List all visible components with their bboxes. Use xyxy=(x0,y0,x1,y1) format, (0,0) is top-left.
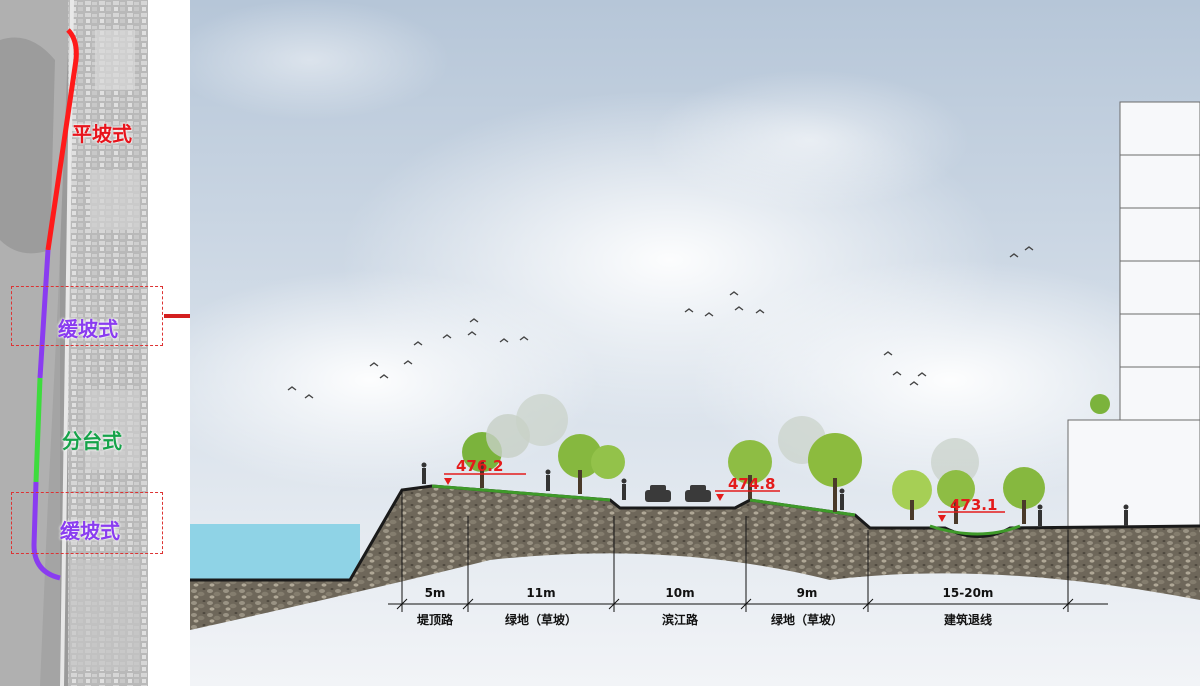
width-label-levee-road: 5m xyxy=(424,586,446,600)
label-gentle-slope-2: 缓坡式 xyxy=(60,519,120,543)
cars xyxy=(645,485,711,502)
elevation-label-473: 473.1 xyxy=(950,496,998,514)
zone-label-green-1: 绿地（草坡） xyxy=(504,613,578,627)
birds-icon xyxy=(287,246,1034,399)
building xyxy=(1067,101,1200,528)
cross-section: 476.2 474.8 473.1 5m 11m 10m 9m 15-20m 堤… xyxy=(190,0,1200,686)
label-gentle-slope-1: 缓坡式 xyxy=(58,317,118,341)
label-terrace: 分台式 xyxy=(62,429,122,453)
width-label-setback: 15-20m xyxy=(942,586,994,600)
highlight-box-section xyxy=(11,286,163,346)
aerial-map xyxy=(0,0,148,686)
route-flat xyxy=(45,28,79,251)
width-label-green-1: 11m xyxy=(526,586,556,600)
width-label-riverside-road: 10m xyxy=(665,586,695,600)
zone-label-levee-road: 堤顶路 xyxy=(416,613,454,627)
label-flat-slope: 平坡式 xyxy=(72,122,132,146)
elevation-label-474: 474.8 xyxy=(728,475,776,493)
zone-label-green-2: 绿地（草坡） xyxy=(770,613,844,627)
route-gentle-1 xyxy=(37,249,51,379)
dimension-line xyxy=(388,490,1108,612)
embankment-soil xyxy=(190,486,1200,630)
route-gentle-2 xyxy=(31,481,61,581)
trees xyxy=(462,394,1110,524)
section-drawing xyxy=(190,0,1200,686)
elevation-markers xyxy=(444,473,1005,522)
width-label-green-2: 9m xyxy=(796,586,818,600)
zone-label-riverside-road: 滨江路 xyxy=(661,613,699,627)
highlight-box-secondary xyxy=(11,492,163,554)
route-terrace xyxy=(33,377,43,483)
elevation-label-476: 476.2 xyxy=(456,457,504,475)
key-map: 平坡式 缓坡式 分台式 缓坡式 xyxy=(0,0,148,686)
zone-label-setback: 建筑退线 xyxy=(943,613,993,627)
river-water xyxy=(190,524,360,580)
people xyxy=(421,462,1129,526)
